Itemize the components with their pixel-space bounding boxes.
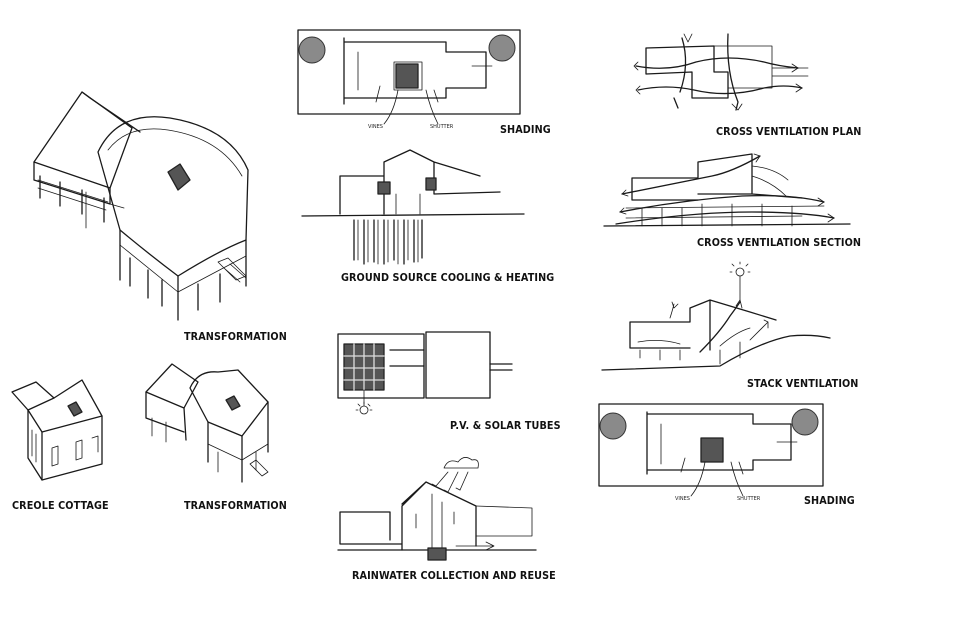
stack-ventilation-sketch [601,261,831,371]
shutter-annotation-2: SHUTTER [737,496,761,502]
transformation-small-sketch [145,363,269,483]
caption-shading-top: SHADING [500,124,551,136]
caption-creole-cottage: CREOLE COTTAGE [12,500,109,512]
vines-annotation: VINES [368,124,383,130]
rainwater-sketch [337,457,537,561]
shading-plan-bottom-sketch: VINES SHUTTER [598,403,824,502]
caption-cross-ventilation-plan: CROSS VENTILATION PLAN [716,126,862,138]
caption-pv-solar: P.V. & SOLAR TUBES [450,420,561,432]
cross-ventilation-section-sketch [603,153,851,227]
caption-transformation-small: TRANSFORMATION [184,500,287,512]
caption-transformation-large: TRANSFORMATION [184,331,287,343]
creole-cottage-sketch [11,379,103,481]
pv-solar-sketch [337,331,513,415]
caption-shading-bottom: SHADING [804,495,855,507]
caption-stack-ventilation: STACK VENTILATION [747,378,859,390]
ground-source-sketch [301,149,525,265]
caption-rainwater: RAINWATER COLLECTION AND REUSE [352,570,556,582]
vines-annotation-2: VINES [675,496,690,502]
shading-plan-top-sketch: VINES SHUTTER [297,29,521,130]
cross-ventilation-plan-sketch [633,33,809,111]
caption-cross-ventilation-section: CROSS VENTILATION SECTION [697,237,862,249]
caption-ground-source: GROUND SOURCE COOLING & HEATING [341,272,555,284]
transformation-large-sketch [33,91,249,321]
shutter-annotation: SHUTTER [430,124,454,130]
